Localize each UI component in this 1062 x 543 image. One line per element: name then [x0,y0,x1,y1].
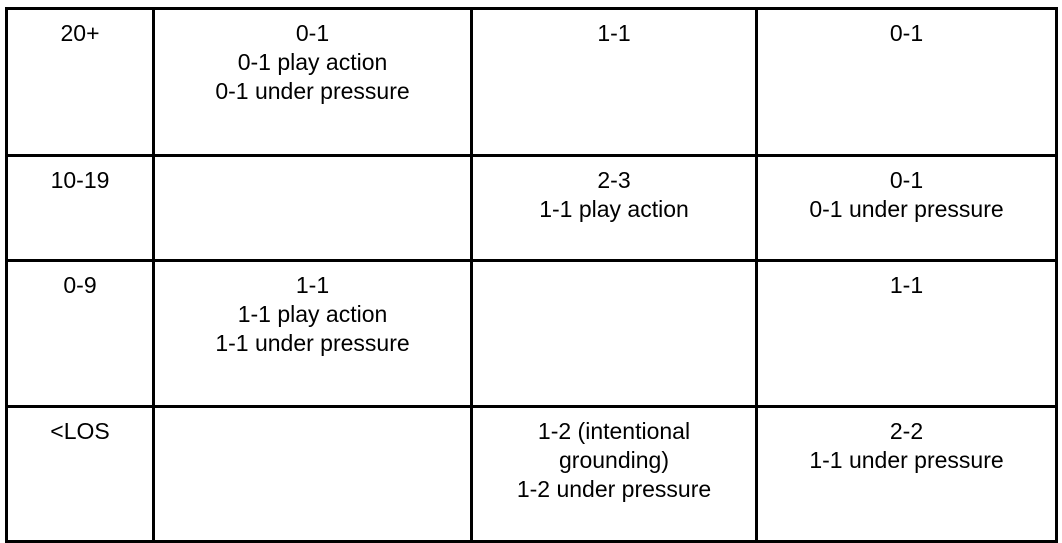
cell-line: 0-1 [889,167,924,193]
cell-line: 0-1 [295,20,330,46]
cell-c-r3 [470,259,758,408]
depth-label-r1: 20+ [14,19,146,48]
table-row: <LOS 1-2 (intentional grounding) 1-2 und… [5,405,1058,543]
depth-label-r3: 0-9 [14,271,146,300]
cell-lines-b-r3: 1-1 1-1 play action 1-1 under pressure [161,271,464,358]
cell-lines-d-r3: 1-1 [764,271,1049,300]
cell-line: 0-1 [889,20,924,46]
table-row: 20+ 0-1 0-1 play action 0-1 under pressu… [5,7,1058,157]
cell-b-r3: 1-1 1-1 play action 1-1 under pressure [152,259,473,408]
cell-line: 2-3 [597,167,631,193]
table-row: 10-19 2-3 1-1 play action 0-1 0-1 under … [5,154,1058,262]
cell-line: 1-1 [295,272,330,298]
cell-line: 1-1 [889,272,924,298]
cell-d-r2: 0-1 0-1 under pressure [755,154,1058,262]
table-canvas: 20+ 0-1 0-1 play action 0-1 under pressu… [5,7,1058,543]
depth-text-r3: 0-9 [63,272,97,298]
depth-text-r1: 20+ [60,20,100,46]
cell-depth-r1: 20+ [5,7,155,157]
empty-cell [479,271,749,272]
depth-text-r4: <LOS [50,418,110,444]
cell-line: 2-2 [889,418,924,444]
cell-c-r2: 2-3 1-1 play action [470,154,758,262]
cell-depth-r4: <LOS [5,405,155,543]
depth-label-r4: <LOS [14,417,146,446]
cell-line: grounding) [559,447,669,473]
empty-cell [161,166,464,167]
cell-line: 0-1 under pressure [215,78,410,104]
cell-line: 0-1 play action [237,49,388,75]
table-row: 0-9 1-1 1-1 play action 1-1 under pressu… [5,259,1058,408]
cell-b-r2 [152,154,473,262]
cell-b-r4 [152,405,473,543]
cell-line: 0-1 under pressure [809,196,1004,222]
cell-line: 1-2 under pressure [516,476,712,502]
cell-b-r1: 0-1 0-1 play action 0-1 under pressure [152,7,473,157]
cell-line: 1-1 play action [237,301,388,327]
cell-lines-b-r1: 0-1 0-1 play action 0-1 under pressure [161,19,464,106]
cell-d-r1: 0-1 [755,7,1058,157]
cell-lines-d-r2: 0-1 0-1 under pressure [764,166,1049,224]
cell-line: 1-1 under pressure [809,447,1004,473]
cell-line: 1-1 under pressure [215,330,410,356]
cell-lines-c-r4: 1-2 (intentional grounding) 1-2 under pr… [479,417,749,504]
cell-c-r4: 1-2 (intentional grounding) 1-2 under pr… [470,405,758,543]
cell-depth-r3: 0-9 [5,259,155,408]
depth-text-r2: 10-19 [50,167,110,193]
cell-depth-r2: 10-19 [5,154,155,262]
cell-c-r1: 1-1 [470,7,758,157]
cell-line: 1-1 play action [539,196,689,222]
cell-lines-d-r4: 2-2 1-1 under pressure [764,417,1049,475]
cell-d-r3: 1-1 [755,259,1058,408]
cell-d-r4: 2-2 1-1 under pressure [755,405,1058,543]
cell-line: 1-2 (intentional [537,418,691,444]
passing-depth-table: 20+ 0-1 0-1 play action 0-1 under pressu… [5,7,1058,543]
table-body: 20+ 0-1 0-1 play action 0-1 under pressu… [5,7,1058,543]
depth-label-r2: 10-19 [14,166,146,195]
cell-line: 1-1 [597,20,631,46]
cell-lines-c-r1: 1-1 [479,19,749,48]
cell-lines-c-r2: 2-3 1-1 play action [479,166,749,224]
empty-cell [161,417,464,418]
cell-lines-d-r1: 0-1 [764,19,1049,48]
